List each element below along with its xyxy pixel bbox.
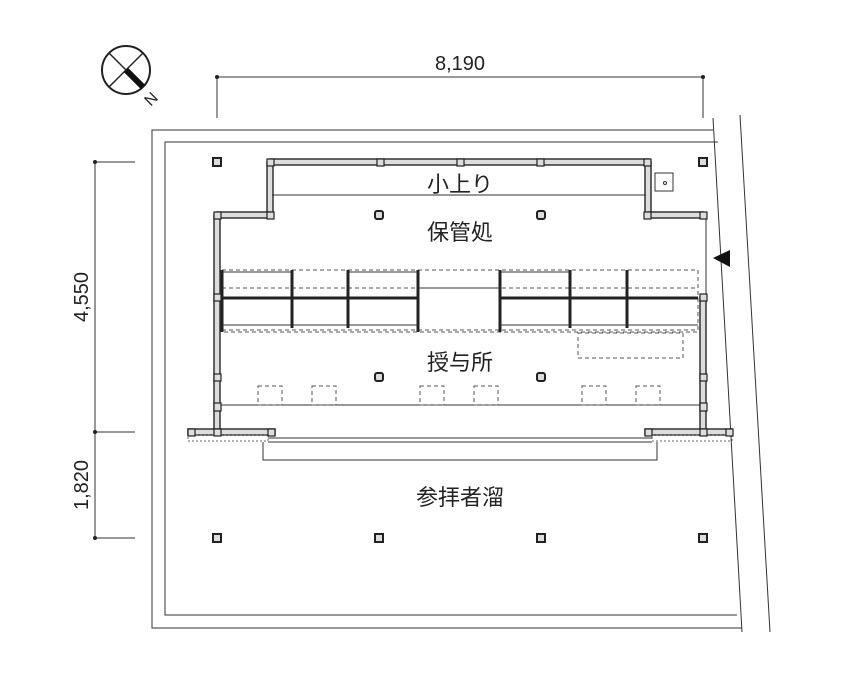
wall-posts bbox=[187, 158, 734, 437]
north-compass-icon: N bbox=[101, 45, 162, 110]
room-label-sanpaisha-damari: 参拝者溜 bbox=[416, 486, 504, 511]
columns bbox=[212, 157, 708, 543]
room-label-juyosho: 授与所 bbox=[427, 351, 493, 376]
svg-text:4,550: 4,550 bbox=[71, 272, 93, 322]
svg-text:N: N bbox=[142, 90, 162, 110]
room-label-hokansho: 保管処 bbox=[427, 221, 493, 246]
entrance-arrow-icon bbox=[713, 250, 730, 267]
site-boundary bbox=[151, 114, 771, 633]
room-label-koagari: 小上り bbox=[427, 173, 493, 198]
shelving bbox=[220, 269, 699, 406]
dimension-depth: 4,550 1,820 bbox=[71, 160, 135, 540]
dimension-width: 8,190 bbox=[215, 53, 705, 118]
svg-text:8,190: 8,190 bbox=[435, 53, 485, 75]
svg-text:1,820: 1,820 bbox=[71, 460, 93, 510]
building-walls bbox=[187, 158, 733, 461]
